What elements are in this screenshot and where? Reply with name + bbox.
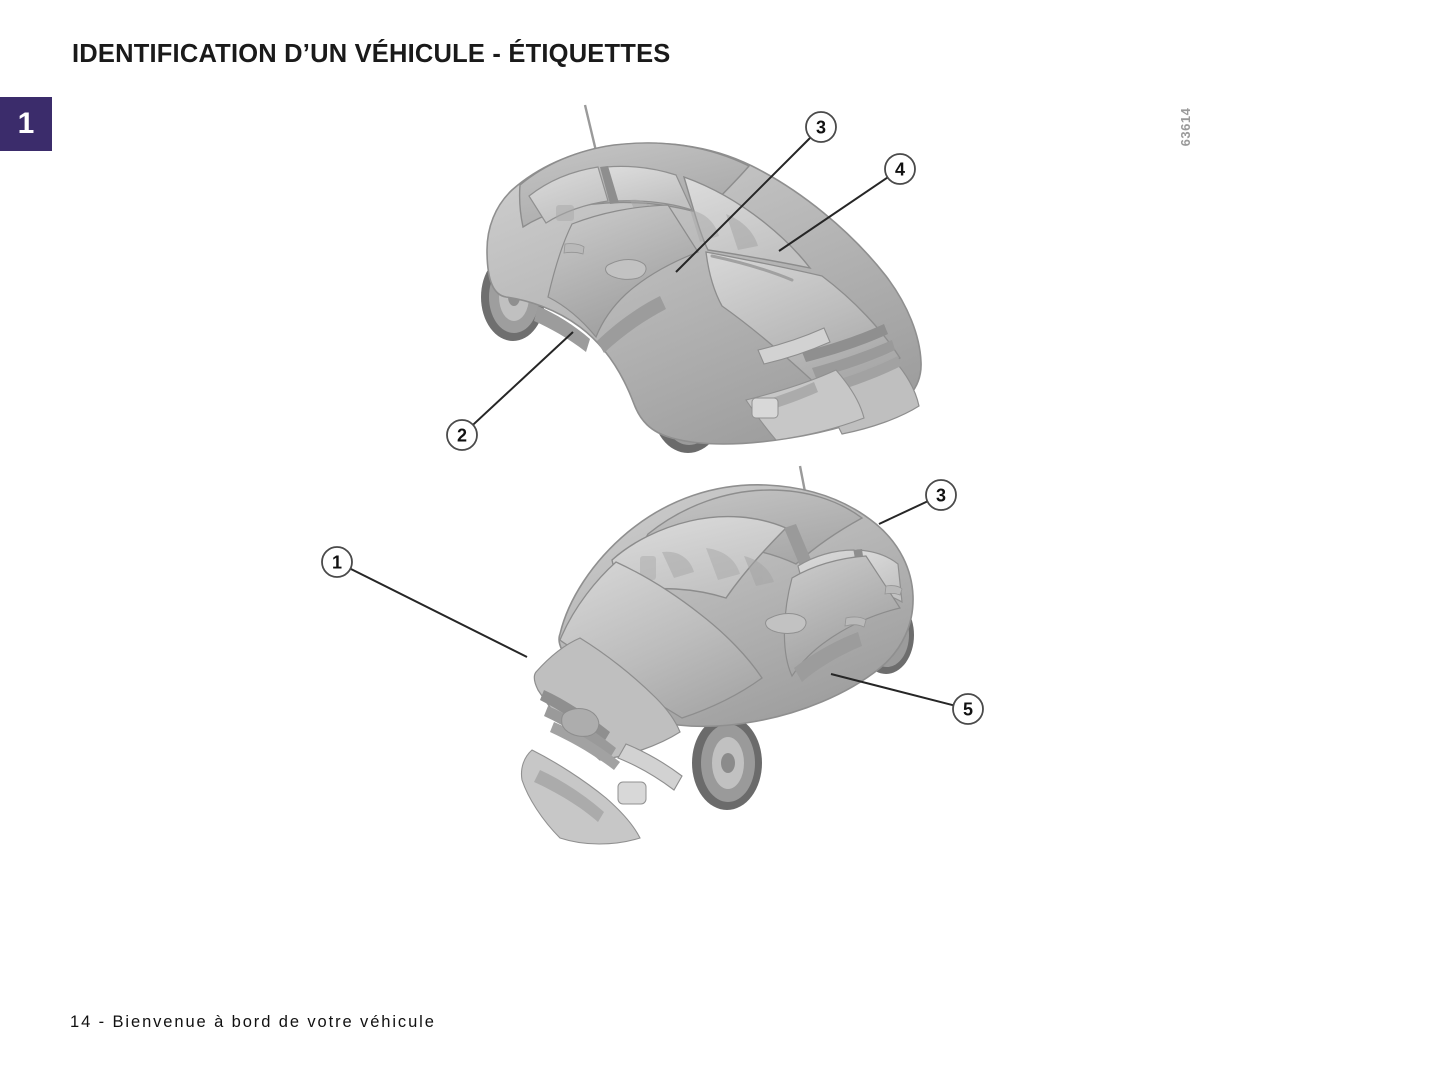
callout-number: 5 — [963, 700, 973, 720]
fog-lamp-top — [751, 397, 779, 419]
roof-panel-bottom — [641, 489, 864, 565]
front-fascia-bottom — [533, 637, 681, 761]
a-pillar-bottom — [784, 524, 812, 566]
callout-leader-line — [830, 673, 954, 707]
callout-leader-line — [675, 136, 812, 273]
front-door-bottom — [783, 555, 901, 678]
side-moulding-front-top — [597, 296, 666, 353]
front-fascia-top — [817, 359, 920, 435]
chapter-tab: 1 — [0, 97, 52, 151]
windscreen-wiper-bottom — [618, 576, 692, 614]
callout-4-top: 4 — [778, 153, 916, 252]
door-handle-top — [563, 243, 585, 255]
windscreen-top — [682, 175, 812, 270]
callout-number: 3 — [816, 118, 826, 138]
antenna-base — [597, 171, 607, 177]
callout-3-bottom: 3 — [878, 479, 957, 525]
b-pillar-bottom — [854, 549, 868, 594]
roof-panel-top — [518, 142, 751, 229]
side-sill-bottom — [794, 632, 862, 682]
interior-detail-bottom — [640, 548, 774, 586]
door-handle-front-bottom — [844, 616, 867, 628]
callout-circle — [925, 479, 957, 511]
callout-number: 1 — [332, 553, 342, 573]
roof-antenna — [583, 104, 603, 173]
callout-circle — [321, 546, 353, 578]
rear-wheel-bottom — [858, 596, 914, 674]
bumper-insert-bottom — [534, 770, 604, 822]
callout-3-top: 3 — [675, 111, 837, 273]
bonnet-top — [705, 251, 901, 387]
callout-1-bottom: 1 — [321, 546, 528, 658]
callout-layer: 3 4 2 1 3 5 — [321, 111, 984, 725]
callout-number: 2 — [457, 426, 467, 446]
callout-circle — [805, 111, 837, 143]
rear-wheel-top — [481, 253, 545, 341]
windscreen-wiper-top — [710, 254, 794, 282]
grille-top — [802, 324, 901, 394]
roof-antenna-bottom — [798, 465, 808, 498]
page-title: IDENTIFICATION D’UN VÉHICULE - ÉTIQUETTE… — [72, 40, 671, 68]
front-door-top — [547, 204, 699, 339]
callout-5-bottom: 5 — [830, 673, 984, 725]
fog-lamp-bottom — [617, 781, 647, 805]
rear-quarter-glass-top — [528, 166, 609, 224]
door-handle-rear-bottom — [884, 585, 903, 596]
body-shell-bottom — [558, 484, 914, 728]
front-wheel-bottom — [692, 716, 762, 810]
door-mirror-bottom — [765, 613, 807, 634]
callout-leader-line — [349, 567, 528, 658]
bonnet-bottom — [559, 561, 763, 719]
b-pillar-top — [600, 166, 619, 204]
callout-circle — [446, 419, 478, 451]
figure-reference: 63614 — [1178, 96, 1237, 158]
vehicle-illustration-top — [481, 104, 922, 453]
bumper-insert-top — [752, 382, 818, 414]
headlight-bottom — [617, 743, 683, 791]
front-door-glass-bottom — [797, 549, 863, 605]
callout-leader-line — [878, 500, 928, 525]
chapter-number: 1 — [17, 107, 35, 140]
antenna-base-bottom — [801, 496, 811, 502]
interior-detail-top — [556, 199, 758, 250]
rear-door-glass-bottom — [857, 549, 903, 604]
callout-number: 3 — [936, 486, 946, 506]
callout-leader-line — [472, 331, 574, 426]
callout-circle — [952, 693, 984, 725]
rear-door-glass-top — [605, 165, 694, 212]
front-bumper-top — [745, 369, 865, 441]
front-bumper-bottom — [520, 749, 641, 845]
callout-circle — [884, 153, 916, 185]
headlight-top — [757, 327, 831, 365]
vehicle-illustration-bottom — [520, 465, 914, 845]
figure-reference-text: 63614 — [1178, 107, 1193, 147]
callout-leader-line — [778, 176, 889, 252]
grille-bottom — [540, 690, 620, 770]
door-mirror-top — [605, 259, 647, 280]
page-footer: 14 - Bienvenue à bord de votre véhicule — [70, 1013, 436, 1031]
front-wheel-top — [652, 359, 724, 453]
brand-emblem-bottom — [561, 708, 600, 737]
side-moulding-rear-top — [534, 306, 590, 352]
windscreen-bottom — [611, 515, 788, 599]
body-shell-top — [486, 142, 922, 445]
callout-2-top: 2 — [446, 331, 574, 451]
callout-number: 4 — [895, 160, 905, 180]
